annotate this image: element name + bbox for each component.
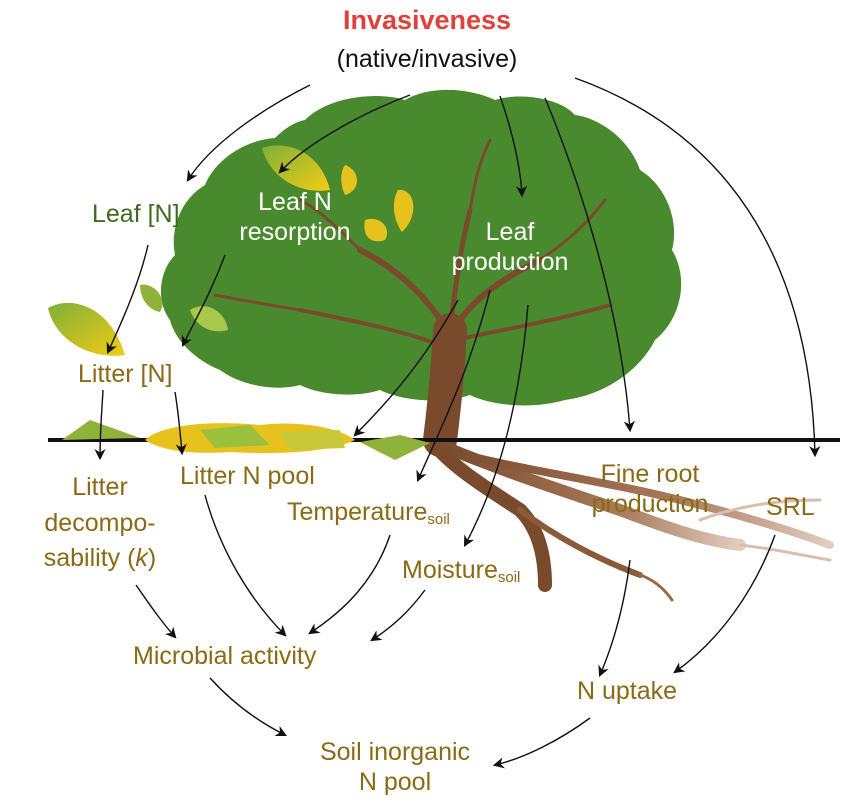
node-moisture-soil: Moisturesoil [402, 556, 520, 586]
tree-roots [423, 433, 834, 602]
node-n-uptake: N uptake [577, 677, 678, 705]
node-fine-root-production-line1: Fine root [600, 460, 700, 488]
leaf-shapes [48, 145, 414, 356]
node-litter-n-pool: Litter N pool [180, 462, 315, 490]
node-litter-decomposability: Litter decompo- sability (k) [20, 470, 180, 577]
node-fine-root-production-line2: production [591, 489, 709, 518]
node-leaf-production: Leaf production [430, 218, 590, 277]
node-microbial-activity: Microbial activity [133, 642, 317, 670]
node-leaf-production-line2: production [451, 247, 569, 276]
node-fine-root-production: Fine root production [570, 460, 730, 519]
node-leaf-n: Leaf [N] [92, 200, 180, 228]
node-litter-n: Litter [N] [78, 360, 173, 388]
arrows [94, 77, 821, 769]
node-litter-decomposability-line1: Litter [72, 473, 128, 501]
moisture-text: Moisture [402, 556, 498, 584]
node-litter-decomposability-line3: sability (k) [20, 541, 180, 577]
decomposability-k: k [135, 544, 148, 572]
node-soil-inorganic-n-pool-line2: N pool [358, 767, 432, 796]
diagram-title: Invasiveness [342, 5, 512, 35]
litter-layer [62, 420, 430, 460]
node-soil-inorganic-n-pool-line1: Soil inorganic [319, 738, 471, 766]
decomposability-paren: ) [147, 544, 157, 572]
temperature-text: Temperature [287, 498, 428, 526]
node-leaf-n-resorption: Leaf N resorption [215, 188, 375, 247]
temperature-subscript: soil [427, 511, 450, 528]
node-litter-decomposability-line2: decompo- [44, 508, 156, 537]
node-soil-inorganic-n-pool: Soil inorganic N pool [300, 738, 490, 797]
node-leaf-production-line1: Leaf [485, 218, 535, 246]
moisture-subscript: soil [497, 569, 521, 586]
node-leaf-n-resorption-line1: Leaf N [258, 188, 332, 216]
decomposability-text: sability ( [43, 544, 136, 572]
node-leaf-n-resorption-line2: resorption [239, 217, 351, 246]
node-srl: SRL [766, 493, 815, 521]
diagram-subtitle: (native/invasive) [336, 45, 518, 73]
node-temperature-soil: Temperaturesoil [287, 498, 450, 528]
